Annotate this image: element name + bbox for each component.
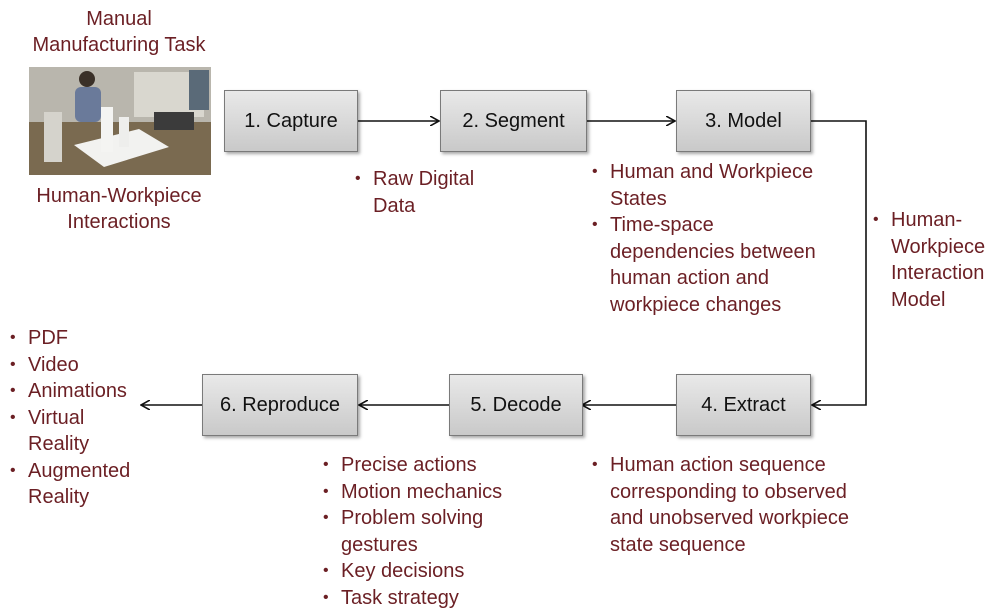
step-model: 3. Model xyxy=(676,90,811,152)
list-item: Human-Workpiece Interaction Model xyxy=(873,207,995,313)
list-item: Precise actions xyxy=(323,452,528,479)
decode-notes: Precise actions Motion mechanics Problem… xyxy=(323,452,528,611)
list-item: Task strategy xyxy=(323,585,528,611)
step-label: 6. Reproduce xyxy=(220,394,340,417)
step-label: 1. Capture xyxy=(244,110,337,133)
list-item: Video xyxy=(10,352,135,379)
list-item: Motion mechanics xyxy=(323,479,528,506)
list-item: Augmented Reality xyxy=(10,458,135,511)
reproduce-notes: PDF Video Animations Virtual Reality Aug… xyxy=(10,325,135,511)
step-label: 4. Extract xyxy=(701,394,785,417)
step-label: 2. Segment xyxy=(462,110,564,133)
list-item: Problem solving gestures xyxy=(323,505,528,558)
capture-notes: Raw Digital Data xyxy=(355,166,495,219)
step-extract: 4. Extract xyxy=(676,374,811,436)
extract-notes: Human action sequence corresponding to o… xyxy=(592,452,867,558)
segment-notes: Human and Workpiece States Time-space de… xyxy=(592,159,827,318)
step-reproduce: 6. Reproduce xyxy=(202,374,358,436)
step-capture: 1. Capture xyxy=(224,90,358,152)
list-item: Key decisions xyxy=(323,558,528,585)
list-item: Animations xyxy=(10,378,135,405)
list-item: PDF xyxy=(10,325,135,352)
step-decode: 5. Decode xyxy=(449,374,583,436)
list-item: Time-space dependencies between human ac… xyxy=(592,212,827,318)
model-notes: Human-Workpiece Interaction Model xyxy=(873,207,995,313)
list-item: Human action sequence corresponding to o… xyxy=(592,452,867,558)
list-item: Virtual Reality xyxy=(10,405,135,458)
list-item: Raw Digital Data xyxy=(355,166,495,219)
step-label: 3. Model xyxy=(705,110,782,133)
step-segment: 2. Segment xyxy=(440,90,587,152)
list-item: Human and Workpiece States xyxy=(592,159,827,212)
step-label: 5. Decode xyxy=(470,394,561,417)
